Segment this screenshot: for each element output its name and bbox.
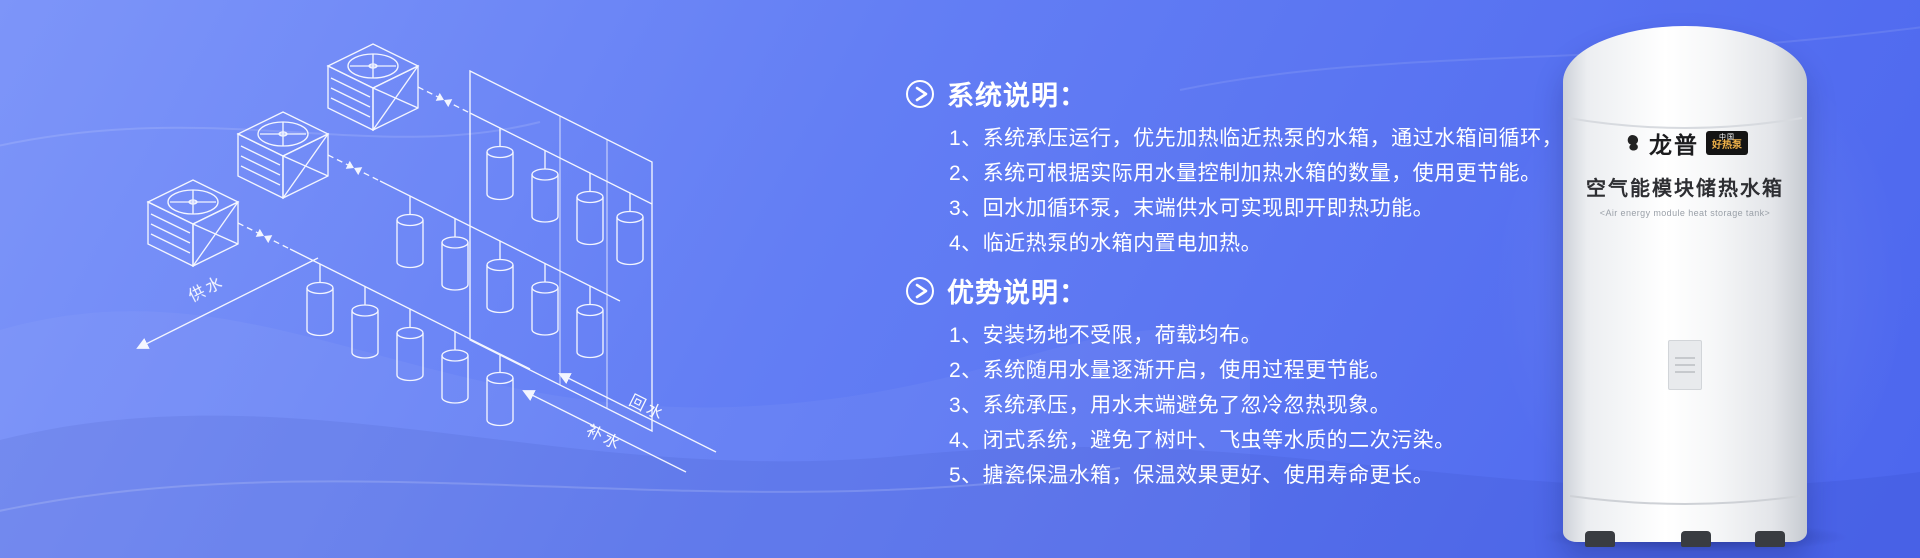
heat-pump-unit [327,43,419,131]
water-tank-cylinder [576,285,604,359]
section-advantages-header: 优势说明： [905,271,1595,310]
valve-icon [255,228,273,244]
product-name: 空气能模块储热水箱 [1586,178,1784,200]
pipe-frame [469,69,653,433]
list-item: 2、系统可根据实际用水量控制加热水箱的数量，使用更节能。 [949,162,1542,185]
brand-row: 龙普 中国 好热泵 [1563,126,1807,160]
section-arrow-icon [905,276,935,306]
tank-nameplate [1668,340,1702,390]
valve-icon [435,92,453,108]
tank-seam-lines [1567,117,1803,505]
diagram-label-return: 回水 [626,391,668,424]
heat-pump-unit [237,111,329,199]
list-item: 3、系统承压，用水末端避免了忽冷忽热现象。 [949,394,1392,417]
product-subtitle: <Air energy module heat storage tank> [1599,208,1771,218]
list-item: 4、临近热泵的水箱内置电加热。 [949,232,1263,255]
water-tank-cylinder [486,353,514,427]
heat-pump-unit [147,179,239,267]
water-tank-cylinder [576,172,604,246]
diagram-label-makeup: 补水 [583,421,625,454]
award-badge-line1: 中国 [1719,134,1735,142]
section-advantages: 优势说明： 1、安装场地不受限，荷载均布。 2、系统随用水量逐渐开启，使用过程更… [905,271,1595,493]
water-tank-cylinder [616,192,644,266]
list-item: 5、搪瓷保温水箱，保温效果更好、使用寿命更长。 [949,464,1435,487]
brand-dragon-icon [1627,135,1639,151]
water-tank-cylinder [441,330,469,404]
tank-branding: 龙普 中国 好热泵 空气能模块储热水箱 <Air energy module h… [1563,126,1807,218]
water-tank-cylinder [486,240,514,314]
section-system-header: 系统说明： [905,74,1595,113]
water-tank-cylinder [531,149,559,223]
advantages-item-list: 1、安装场地不受限，荷载均布。 2、系统随用水量逐渐开启，使用过程更节能。 3、… [905,318,1595,493]
section-arrow-icon [905,79,935,109]
award-badge-line2: 好热泵 [1712,140,1742,152]
water-tank-cylinder [531,262,559,336]
tank-foot [1681,531,1711,547]
water-tank-cylinder [351,285,379,359]
product-area: 龙普 中国 好热泵 空气能模块储热水箱 <Air energy module h… [1470,0,1920,558]
section-title-advantages: 优势说明： [947,278,1087,308]
supply-pipe [136,257,319,349]
section-title-system: 系统说明： [947,81,1087,111]
product-tank-image: 龙普 中国 好热泵 空气能模块储热水箱 <Air energy module h… [1563,26,1807,547]
system-schematic-diagram: 供水 回水 补水 [136,43,717,473]
list-item: 1、系统承压运行，优先加热临近热泵的水箱，通过水箱间循环，逐步加热每个水箱。 [949,127,1757,150]
water-tank-cylinder [486,127,514,201]
water-tank-cylinder [306,263,334,337]
list-item: 4、闭式系统，避免了树叶、飞虫等水质的二次污染。 [949,429,1456,452]
tank-foot [1755,531,1785,547]
return-pipe [558,373,717,453]
description-panel: 系统说明： 1、系统承压运行，优先加热临近热泵的水箱，通过水箱间循环，逐步加热每… [905,74,1757,503]
list-item: 2、系统随用水量逐渐开启，使用过程更节能。 [949,359,1392,382]
brand-name: 龙普 [1649,132,1699,158]
list-item: 3、回水加循环泵，末端供水可实现即开即热功能。 [949,197,1435,220]
award-badge: 中国 好热泵 [1706,131,1748,155]
diagram-label-supply: 供水 [186,272,228,305]
list-item: 1、安装场地不受限，荷载均布。 [949,324,1263,347]
water-tank-cylinder [396,195,424,269]
water-tank-cylinder [441,217,469,291]
water-tank-cylinder [396,308,424,382]
makeup-pipe [522,390,687,473]
tank-foot [1585,531,1615,547]
system-item-list: 1、系统承压运行，优先加热临近热泵的水箱，通过水箱间循环，逐步加热每个水箱。 2… [905,121,1757,261]
valve-icon [345,160,363,176]
section-system: 系统说明： 1、系统承压运行，优先加热临近热泵的水箱，通过水箱间循环，逐步加热每… [905,74,1757,261]
